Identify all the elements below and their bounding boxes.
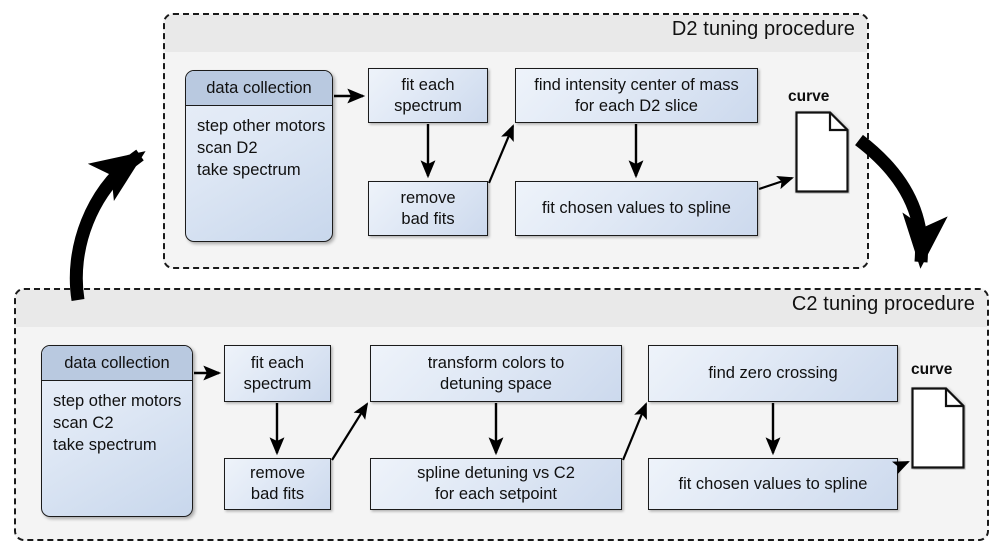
c2-step-fit-chosen-values-label: fit chosen values to spline — [678, 474, 868, 493]
c2-step-fit-chosen-values-to-spline[interactable]: fit chosen values to spline — [648, 458, 898, 510]
d2-step-fit-chosen-values-to-spline[interactable]: fit chosen values to spline — [515, 181, 758, 236]
c2-dc-line-3: take spectrum — [53, 436, 157, 454]
c2-output-curve-label: curve — [911, 361, 953, 378]
d2-data-collection-header: data collection — [186, 71, 332, 106]
d2-output-document-icon — [794, 110, 850, 194]
d2-output-curve-label: curve — [788, 88, 830, 105]
d2-step-fit-chosen-values-to-spline-label: fit chosen values to spline — [542, 199, 731, 217]
c2-data-collection-header: data collection — [42, 346, 192, 381]
panel-d2-title: D2 tuning procedure — [671, 18, 855, 40]
arrow-c2-to-d2-loop — [69, 149, 146, 302]
c2-step-find-zero-crossing[interactable]: find zero crossing — [648, 345, 898, 402]
c2-data-collection-body: step other motors scan C2 take spectrum — [42, 381, 192, 456]
c2-output-document-icon — [910, 386, 966, 470]
c2-dc-line-2: scan C2 — [53, 414, 114, 432]
panel-d2-title-band — [165, 15, 867, 52]
d2-data-collection-box[interactable]: data collection step other motors scan D… — [185, 70, 333, 242]
c2-data-collection-box[interactable]: data collection step other motors scan C… — [41, 345, 193, 517]
c2-step-find-zero-crossing-label: find zero crossing — [708, 364, 838, 382]
d2-data-collection-body: step other motors scan D2 take spectrum — [186, 106, 332, 181]
panel-c2-title-band — [16, 290, 987, 327]
d2-dc-line-1: step other motors — [197, 117, 326, 135]
c2-dc-line-1: step other motors — [53, 392, 182, 410]
d2-dc-line-3: take spectrum — [197, 161, 301, 179]
d2-dc-line-2: scan D2 — [197, 139, 258, 157]
panel-c2-title: C2 tuning procedure — [791, 293, 975, 315]
